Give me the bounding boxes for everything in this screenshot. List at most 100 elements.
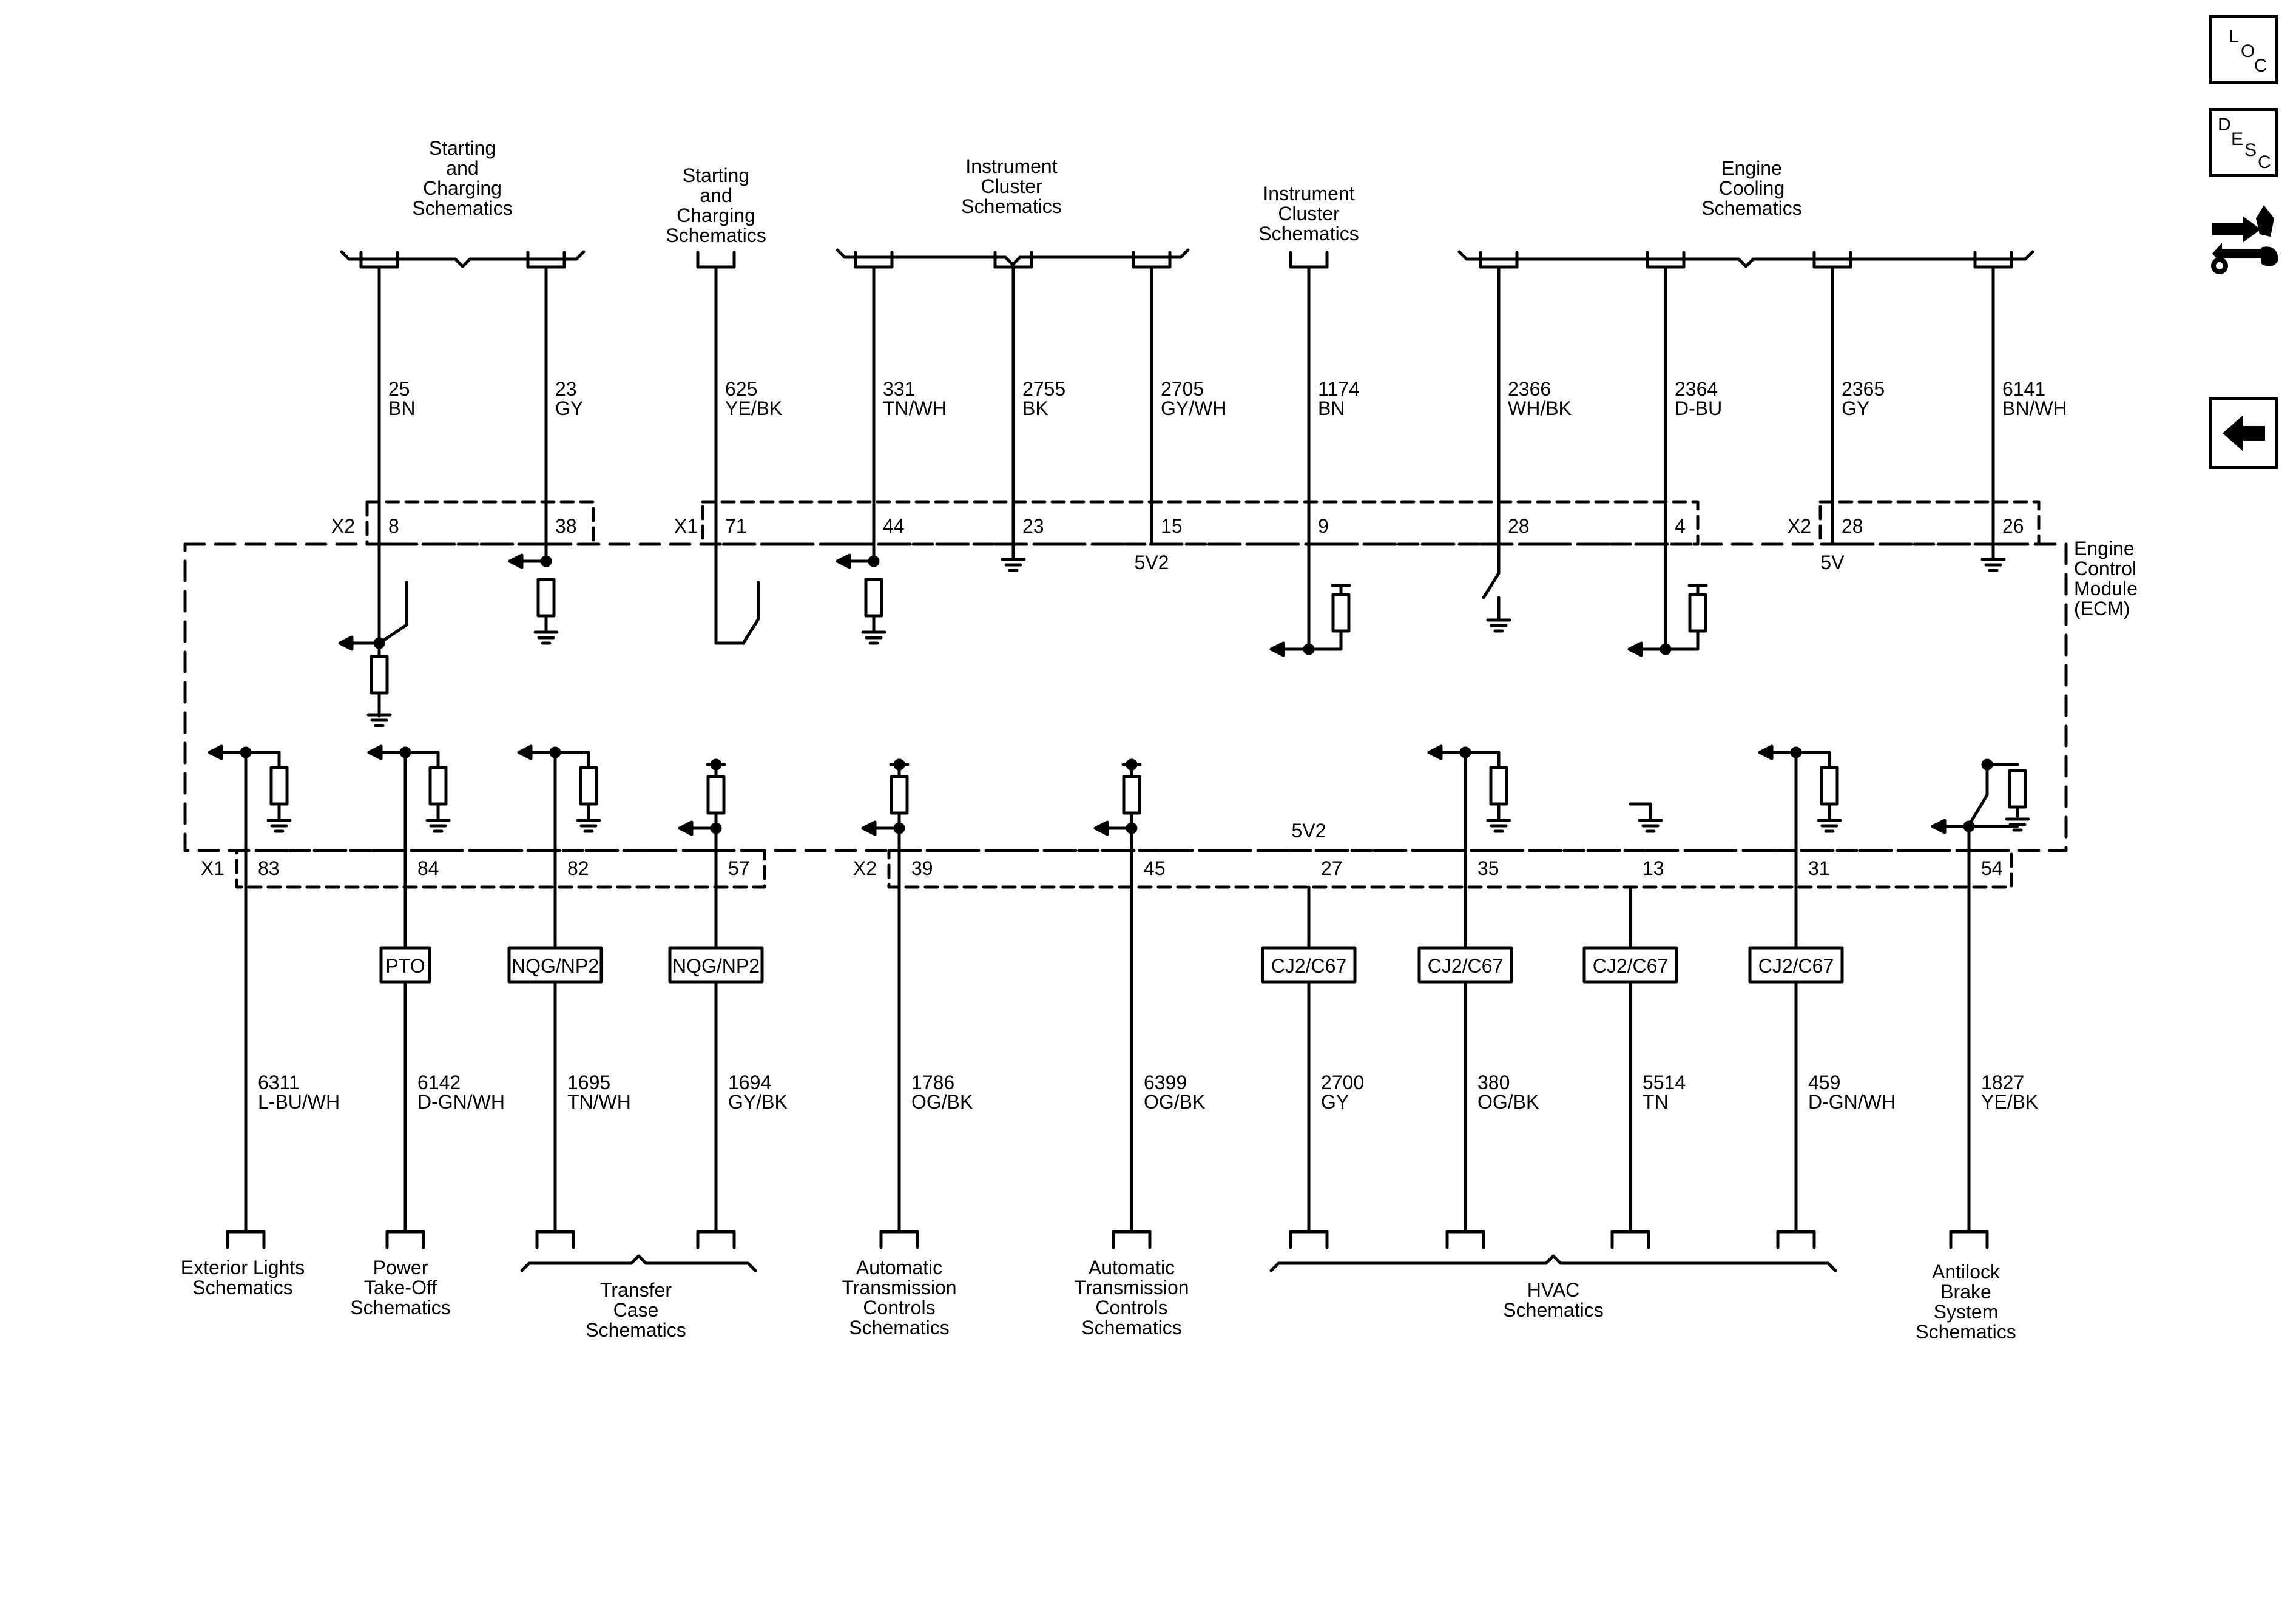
bottom-pin-number: 54	[1981, 857, 2003, 879]
top-wire-circuit: 23	[555, 378, 577, 400]
bottom-wire-circuit: 6311	[258, 1072, 300, 1093]
ground-symbol	[2005, 817, 2030, 832]
resistor	[1122, 775, 1141, 815]
bottom-wire-color: OG/BK	[1144, 1091, 1205, 1113]
top-wire-color: WH/BK	[1508, 397, 1572, 419]
option-label: NQG/NP2	[512, 955, 599, 977]
ground-symbol	[1486, 618, 1511, 633]
top-wire-circuit: 2705	[1161, 378, 1204, 400]
top-wire-color: GY	[1842, 397, 1869, 419]
bottom-group-label: Brake	[1940, 1281, 1991, 1303]
ground-symbol	[1001, 558, 1026, 572]
top-wire-color: BN	[388, 397, 415, 419]
bottom-group-label: Transfer	[600, 1279, 672, 1301]
resistor	[1820, 766, 1839, 806]
connector-x1-top	[701, 500, 1700, 546]
top-wire-circuit: 2365	[1842, 378, 1885, 400]
bottom-group-label: Automatic	[1089, 1257, 1175, 1278]
bottom-pin-number: 35	[1477, 857, 1499, 879]
arrow-left	[1093, 820, 1109, 836]
bottom-terminal	[1112, 1230, 1152, 1249]
ground-symbol	[366, 713, 392, 727]
top-pin-number: 26	[2002, 515, 2024, 537]
arrow-left	[1758, 744, 1774, 760]
top-wire-circuit: 1174	[1318, 378, 1360, 400]
bottom-group-label: Antilock	[1932, 1261, 2001, 1283]
arrow-left	[338, 635, 354, 651]
bottom-group-label: Case	[613, 1299, 659, 1321]
resistor	[269, 766, 289, 806]
bottom-group-brace	[1269, 1254, 1837, 1272]
bottom-pin-number: 83	[258, 857, 280, 879]
connector-x1-bottom	[235, 849, 766, 889]
top-wire-color: BK	[1022, 397, 1048, 419]
ecm-label: Control	[2074, 558, 2136, 579]
top-supply-label: 5V	[1820, 552, 1845, 573]
connector-icon[interactable]	[2206, 200, 2282, 279]
bottom-group-label: Transmission	[842, 1277, 956, 1298]
arrow-left	[1269, 641, 1285, 657]
bottom-group-label: Automatic	[856, 1257, 942, 1278]
top-group-label: Instrument	[1263, 183, 1354, 204]
bottom-group-label: Transmission	[1074, 1277, 1189, 1298]
bottom-group-label: Controls	[863, 1297, 935, 1318]
connector-x2-top-b	[1818, 500, 2041, 546]
arrow-left	[1931, 819, 1947, 834]
bottom-wire-color: GY	[1321, 1091, 1349, 1113]
top-pin-number: 71	[725, 515, 747, 537]
option-label: NQG/NP2	[672, 955, 760, 977]
top-connector-label: X2	[1788, 515, 1811, 537]
top-wire-color: BN/WH	[2002, 397, 2067, 419]
bottom-group-label: Schematics	[350, 1297, 450, 1318]
top-wire-color: GY	[555, 397, 583, 419]
top-group-label: Charging	[423, 177, 502, 199]
top-wire-color: YE/BK	[725, 397, 782, 419]
ground-symbol	[425, 819, 451, 833]
bottom-terminal	[226, 1230, 266, 1249]
bottom-connector-label: X1	[201, 857, 225, 879]
bottom-terminal	[696, 1230, 736, 1249]
bottom-terminal	[1949, 1230, 1989, 1249]
bottom-group-label: System	[1934, 1301, 1999, 1323]
option-label: CJ2/C67	[1428, 955, 1504, 977]
desc-letter-d: D	[2218, 115, 2231, 135]
ecm-label: Module	[2074, 578, 2138, 599]
top-group-label: Schematics	[961, 195, 1061, 217]
top-group-label: Charging	[677, 204, 755, 226]
top-pin-number: 8	[388, 515, 399, 537]
bottom-wire-circuit: 459	[1808, 1072, 1840, 1093]
top-terminal	[854, 251, 894, 269]
arrow-left	[208, 744, 223, 760]
bottom-terminal	[1445, 1230, 1485, 1249]
ground-symbol	[266, 819, 292, 833]
bottom-wire-color: L-BU/WH	[258, 1091, 340, 1113]
resistor	[428, 766, 448, 806]
bottom-terminal	[1776, 1230, 1816, 1249]
arrow-left	[1627, 641, 1643, 657]
ground-symbol	[576, 819, 601, 833]
top-terminal	[1289, 251, 1329, 269]
ecm-label: Engine	[2074, 538, 2135, 559]
back-button[interactable]	[2209, 397, 2278, 469]
bottom-wire-circuit: 1694	[728, 1072, 771, 1093]
arrow-left	[508, 553, 524, 569]
desc-button[interactable]: D E S C	[2209, 108, 2278, 177]
top-group-label: Cooling	[1719, 177, 1785, 199]
ground-symbol	[1638, 819, 1663, 833]
bottom-group-label: Controls	[1095, 1297, 1167, 1318]
top-group-label: Engine	[1721, 157, 1782, 179]
top-wire-circuit: 625	[725, 378, 757, 400]
top-group-brace	[836, 248, 1190, 266]
bottom-pin-number: 82	[567, 857, 589, 879]
bottom-pin-number: 27	[1321, 857, 1343, 879]
bottom-wire-color: TN	[1643, 1091, 1669, 1113]
ground-symbol	[1980, 558, 2006, 572]
bottom-group-label: Power	[373, 1257, 428, 1278]
bottom-terminal	[1289, 1230, 1329, 1249]
option-label: CJ2/C67	[1593, 955, 1669, 977]
bottom-pin-number: 57	[728, 857, 750, 879]
bottom-wire-circuit: 6399	[1144, 1072, 1187, 1093]
top-connector-label: X1	[674, 515, 698, 537]
loc-button[interactable]: L O C	[2209, 15, 2278, 84]
